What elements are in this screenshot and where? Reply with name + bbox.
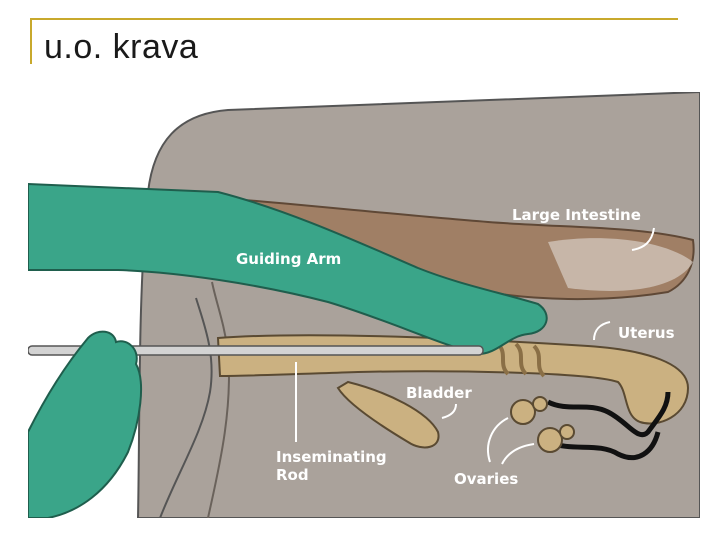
arrow-uterus xyxy=(593,321,611,341)
label-large-intestine: Large Intestine xyxy=(512,206,641,224)
label-ovaries: Ovaries xyxy=(454,470,518,488)
oviduct-lower xyxy=(547,431,661,461)
oviduct xyxy=(546,391,671,437)
arrow-ovaries-lower xyxy=(501,443,535,465)
hind-leg-outline xyxy=(159,297,213,518)
inseminating-rod xyxy=(28,345,484,356)
ovary-lower xyxy=(537,427,563,453)
holding-hand xyxy=(28,330,142,518)
label-inseminating-rod-line2: Rod xyxy=(276,466,309,484)
ovary-upper-small xyxy=(532,396,548,412)
label-bladder: Bladder xyxy=(406,384,472,402)
title-accent-bar xyxy=(30,18,32,64)
label-inseminating-rod-line1: Inseminating xyxy=(276,448,387,466)
arrow-large-intestine xyxy=(631,227,655,251)
guiding-arm xyxy=(28,182,548,356)
insemination-diagram: Large Intestine Guiding Arm Uterus Bladd… xyxy=(28,92,700,518)
intestine-fade xyxy=(548,238,693,291)
ovary-upper xyxy=(510,399,536,425)
label-guiding-arm: Guiding Arm xyxy=(236,250,341,268)
ovary-lower-small xyxy=(559,424,575,440)
label-uterus: Uterus xyxy=(618,324,675,342)
slide-title: u.o. krava xyxy=(44,28,199,66)
arrow-bladder xyxy=(441,403,457,419)
arrow-ovaries-upper xyxy=(487,417,509,463)
bladder xyxy=(336,380,440,449)
title-accent-line xyxy=(30,18,678,20)
